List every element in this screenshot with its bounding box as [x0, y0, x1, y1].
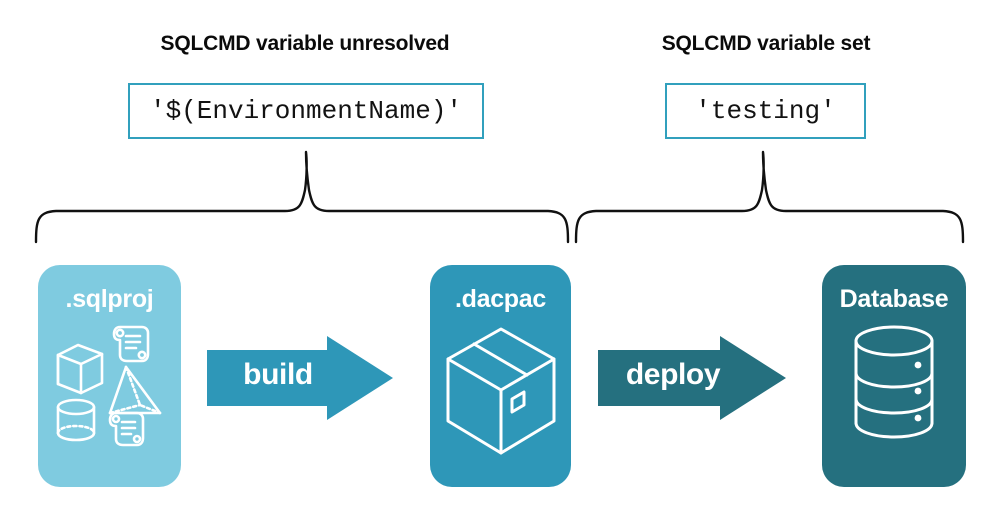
package-box-icon — [446, 327, 555, 455]
section-title-right: SQLCMD variable set — [661, 32, 871, 55]
stage-label-database: Database — [839, 285, 949, 313]
section-title-left: SQLCMD variable unresolved — [160, 32, 450, 55]
dacpac-artwork — [430, 321, 571, 461]
database-artwork — [822, 321, 966, 449]
sqlcmd-variable-set-value: 'testing' — [665, 83, 866, 139]
sqlproj-artwork — [38, 321, 181, 451]
stage-box-dacpac: .dacpac — [430, 265, 571, 487]
stage-box-sqlproj: .sqlproj — [38, 265, 181, 487]
database-cylinder-icon — [854, 325, 934, 439]
cube-pyramid-cylinder-scrolls-icon — [56, 325, 161, 447]
build-arrow-icon — [207, 336, 393, 420]
stage-label-sqlproj: .sqlproj — [65, 285, 154, 313]
stage-box-database: Database — [822, 265, 966, 487]
arrow-label-build: build — [243, 358, 313, 391]
deploy-arrow-icon — [598, 336, 786, 420]
brace-right-icon — [574, 150, 965, 244]
stage-label-dacpac: .dacpac — [454, 285, 546, 313]
sqlcmd-variable-unresolved-value: '$(EnvironmentName)' — [128, 83, 484, 139]
arrow-label-deploy: deploy — [625, 358, 721, 391]
brace-left-icon — [34, 150, 570, 244]
